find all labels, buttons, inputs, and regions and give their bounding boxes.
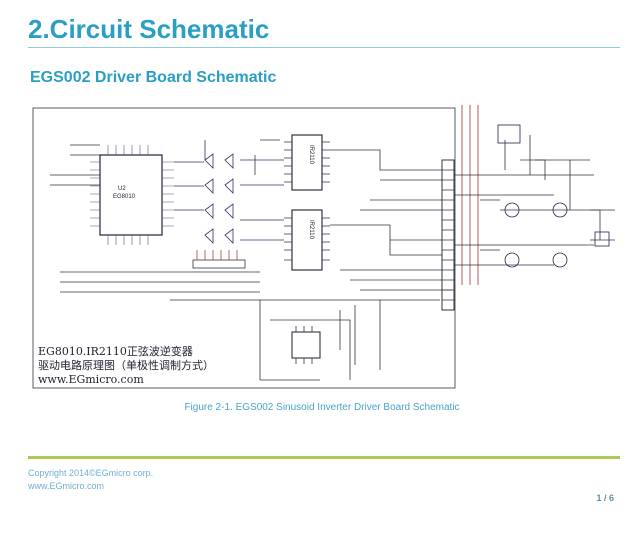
ir2110-chip-1 bbox=[291, 134, 323, 191]
schematic-note-line-3: www.EGmicro.com bbox=[38, 373, 144, 386]
schematic-note-line-1: EG8010.IR2110正弦波逆变器 bbox=[38, 345, 193, 358]
bottom-ic bbox=[291, 331, 321, 359]
figure-caption: Figure 2-1. EGS002 Sinusoid Inverter Dri… bbox=[0, 402, 640, 413]
copyright-text: Copyright 2014©EGmicro corp. bbox=[28, 468, 154, 478]
schematic-subtitle: EGS002 Driver Board Schematic bbox=[30, 69, 277, 86]
ir2110-label-1: IR2110 bbox=[308, 145, 314, 165]
figure-caption-text: Figure 2-1. EGS002 Sinusoid Inverter Dri… bbox=[184, 402, 460, 413]
footer-info: Copyright 2014©EGmicro corp. www.EGmicro… bbox=[28, 467, 153, 493]
u2-chip-label: EG8010 bbox=[113, 194, 136, 200]
u2-ref-label: U2 bbox=[118, 186, 126, 192]
page-number: 1 / 6 bbox=[596, 493, 614, 503]
ir2110-chip-2 bbox=[291, 209, 323, 271]
schematic-frame bbox=[32, 107, 456, 389]
title-divider bbox=[28, 47, 620, 48]
section-title: 2.Circuit Schematic bbox=[28, 14, 270, 44]
eg8010-chip bbox=[99, 154, 163, 236]
footer-website-link[interactable]: www.EGmicro.com bbox=[28, 481, 105, 491]
circuit-schematic-image: U2 EG8010 IR2110 IR2110 bbox=[32, 105, 615, 389]
footer-divider bbox=[28, 456, 620, 459]
schematic-note-line-2: 驱动电路原理图（单极性调制方式） bbox=[38, 359, 214, 372]
ir2110-label-2: IR2110 bbox=[308, 220, 314, 240]
schematic-note: EG8010.IR2110正弦波逆变器 驱动电路原理图（单极性调制方式） www… bbox=[38, 345, 214, 387]
